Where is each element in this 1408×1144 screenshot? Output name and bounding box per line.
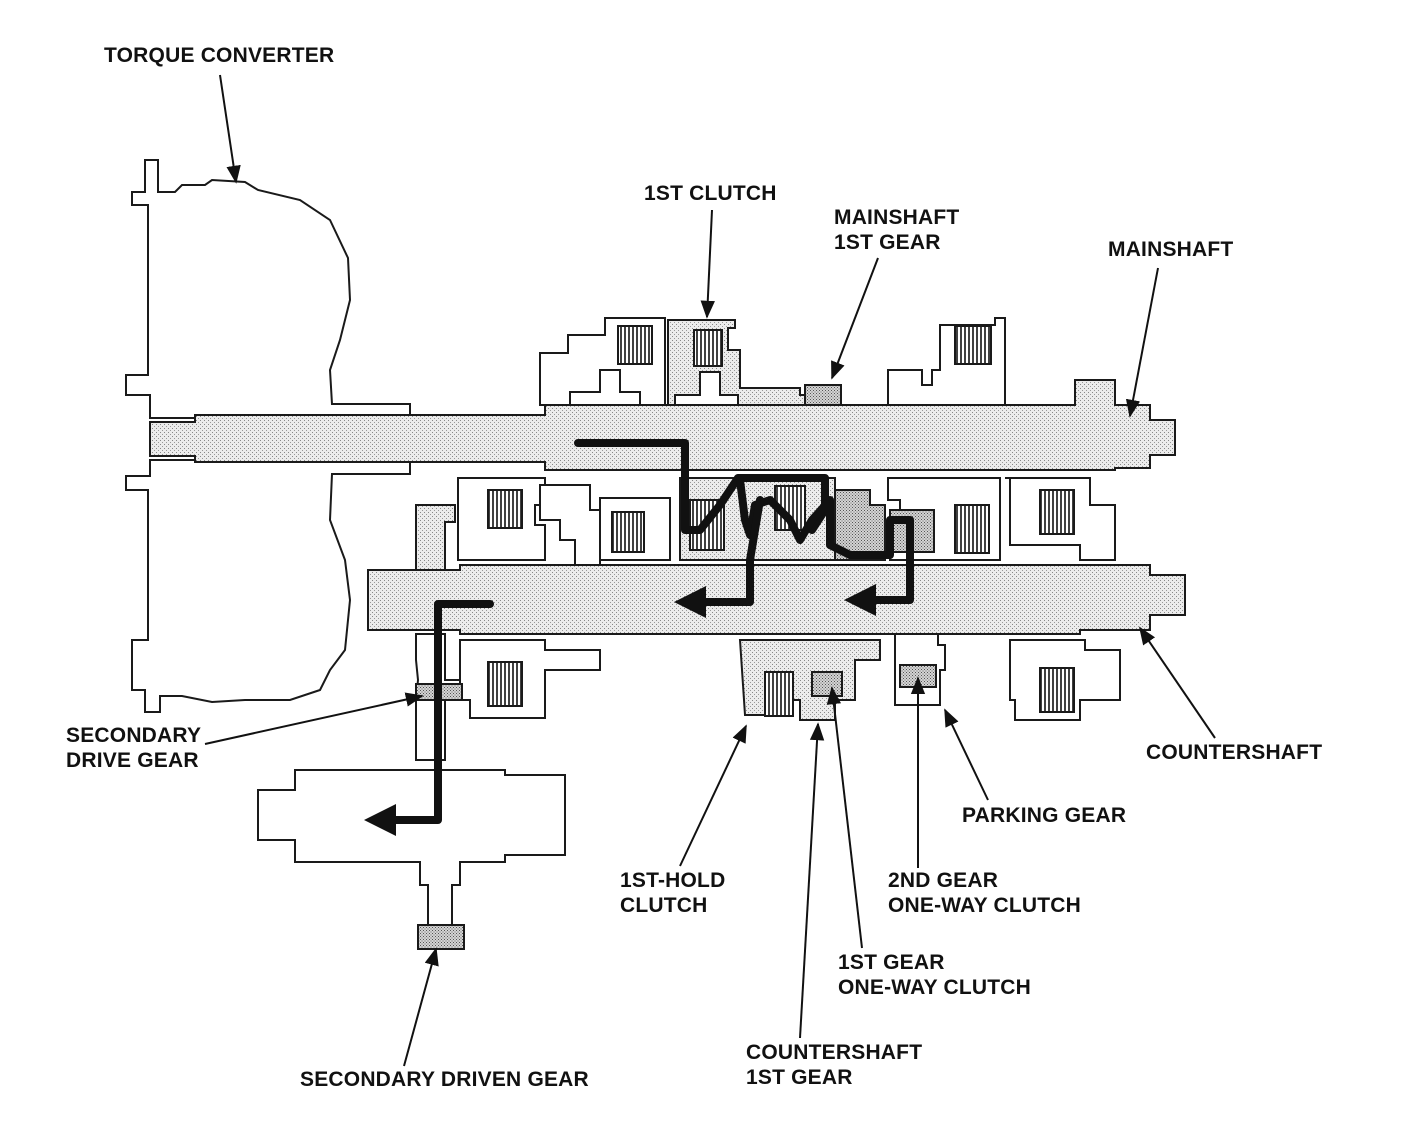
leader-mainshaft <box>1125 267 1159 418</box>
label-countershaft-1st-gear: COUNTERSHAFT 1ST GEAR <box>746 1040 922 1090</box>
label-mainshaft-1st-gear: MAINSHAFT 1ST GEAR <box>834 205 959 255</box>
label-1st-clutch: 1ST CLUTCH <box>644 182 777 205</box>
countershaft <box>367 564 1186 635</box>
label-torque-converter: TORQUE CONVERTER <box>104 44 335 67</box>
power-flow-path <box>364 439 914 836</box>
leader-secondary-drive-gear <box>204 692 424 745</box>
label-1st-hold-clutch-line1: 1ST-HOLD <box>620 869 726 892</box>
leader-lines <box>204 74 1216 1067</box>
leader-parking-gear <box>944 708 989 801</box>
label-secondary-drive-gear-line1: SECONDARY <box>66 724 202 747</box>
label-secondary-drive-gear-line2: DRIVE GEAR <box>66 749 199 772</box>
label-2nd-gear-one-way-clutch-line2: ONE-WAY CLUTCH <box>888 894 1081 917</box>
label-1st-gear-one-way-clutch-line1: 1ST GEAR <box>838 951 945 974</box>
label-secondary-drive-gear: SECONDARY DRIVE GEAR <box>66 723 201 773</box>
label-1st-gear-one-way-clutch-line2: ONE-WAY CLUTCH <box>838 976 1031 999</box>
mainshaft-clutch-assemblies <box>539 317 1006 406</box>
torque-converter <box>125 159 411 713</box>
leader-countershaft-1st-gear <box>799 722 825 1039</box>
label-1st-gear-one-way-clutch: 1ST GEAR ONE-WAY CLUTCH <box>838 950 1031 1000</box>
label-1st-hold-clutch-line2: CLUTCH <box>620 894 708 917</box>
label-2nd-gear-one-way-clutch: 2ND GEAR ONE-WAY CLUTCH <box>888 868 1081 918</box>
mainshaft <box>149 379 1176 471</box>
label-1st-hold-clutch: 1ST-HOLD CLUTCH <box>620 868 725 918</box>
label-mainshaft-1st-gear-line2: 1ST GEAR <box>834 231 941 254</box>
label-secondary-driven-gear: SECONDARY DRIVEN GEAR <box>300 1068 589 1091</box>
label-countershaft-1st-gear-line1: COUNTERSHAFT <box>746 1041 923 1064</box>
label-mainshaft-1st-gear-line1: MAINSHAFT <box>834 206 960 229</box>
countershaft-clutch-assemblies <box>459 633 1121 721</box>
label-parking-gear: PARKING GEAR <box>962 804 1127 827</box>
label-2nd-gear-one-way-clutch-line1: 2ND GEAR <box>888 869 999 892</box>
leader-1st-hold-clutch <box>679 724 747 867</box>
leader-torque-converter <box>219 74 241 184</box>
leader-mainshaft-1st-gear <box>831 257 879 380</box>
leader-1st-gear-one-way-clutch <box>826 686 863 949</box>
label-mainshaft: MAINSHAFT <box>1108 238 1234 261</box>
label-countershaft: COUNTERSHAFT <box>1146 741 1323 764</box>
leader-secondary-driven-gear <box>403 947 439 1067</box>
label-countershaft-1st-gear-line2: 1ST GEAR <box>746 1066 853 1089</box>
leader-1st-clutch <box>700 209 715 319</box>
leader-countershaft <box>1138 626 1216 739</box>
